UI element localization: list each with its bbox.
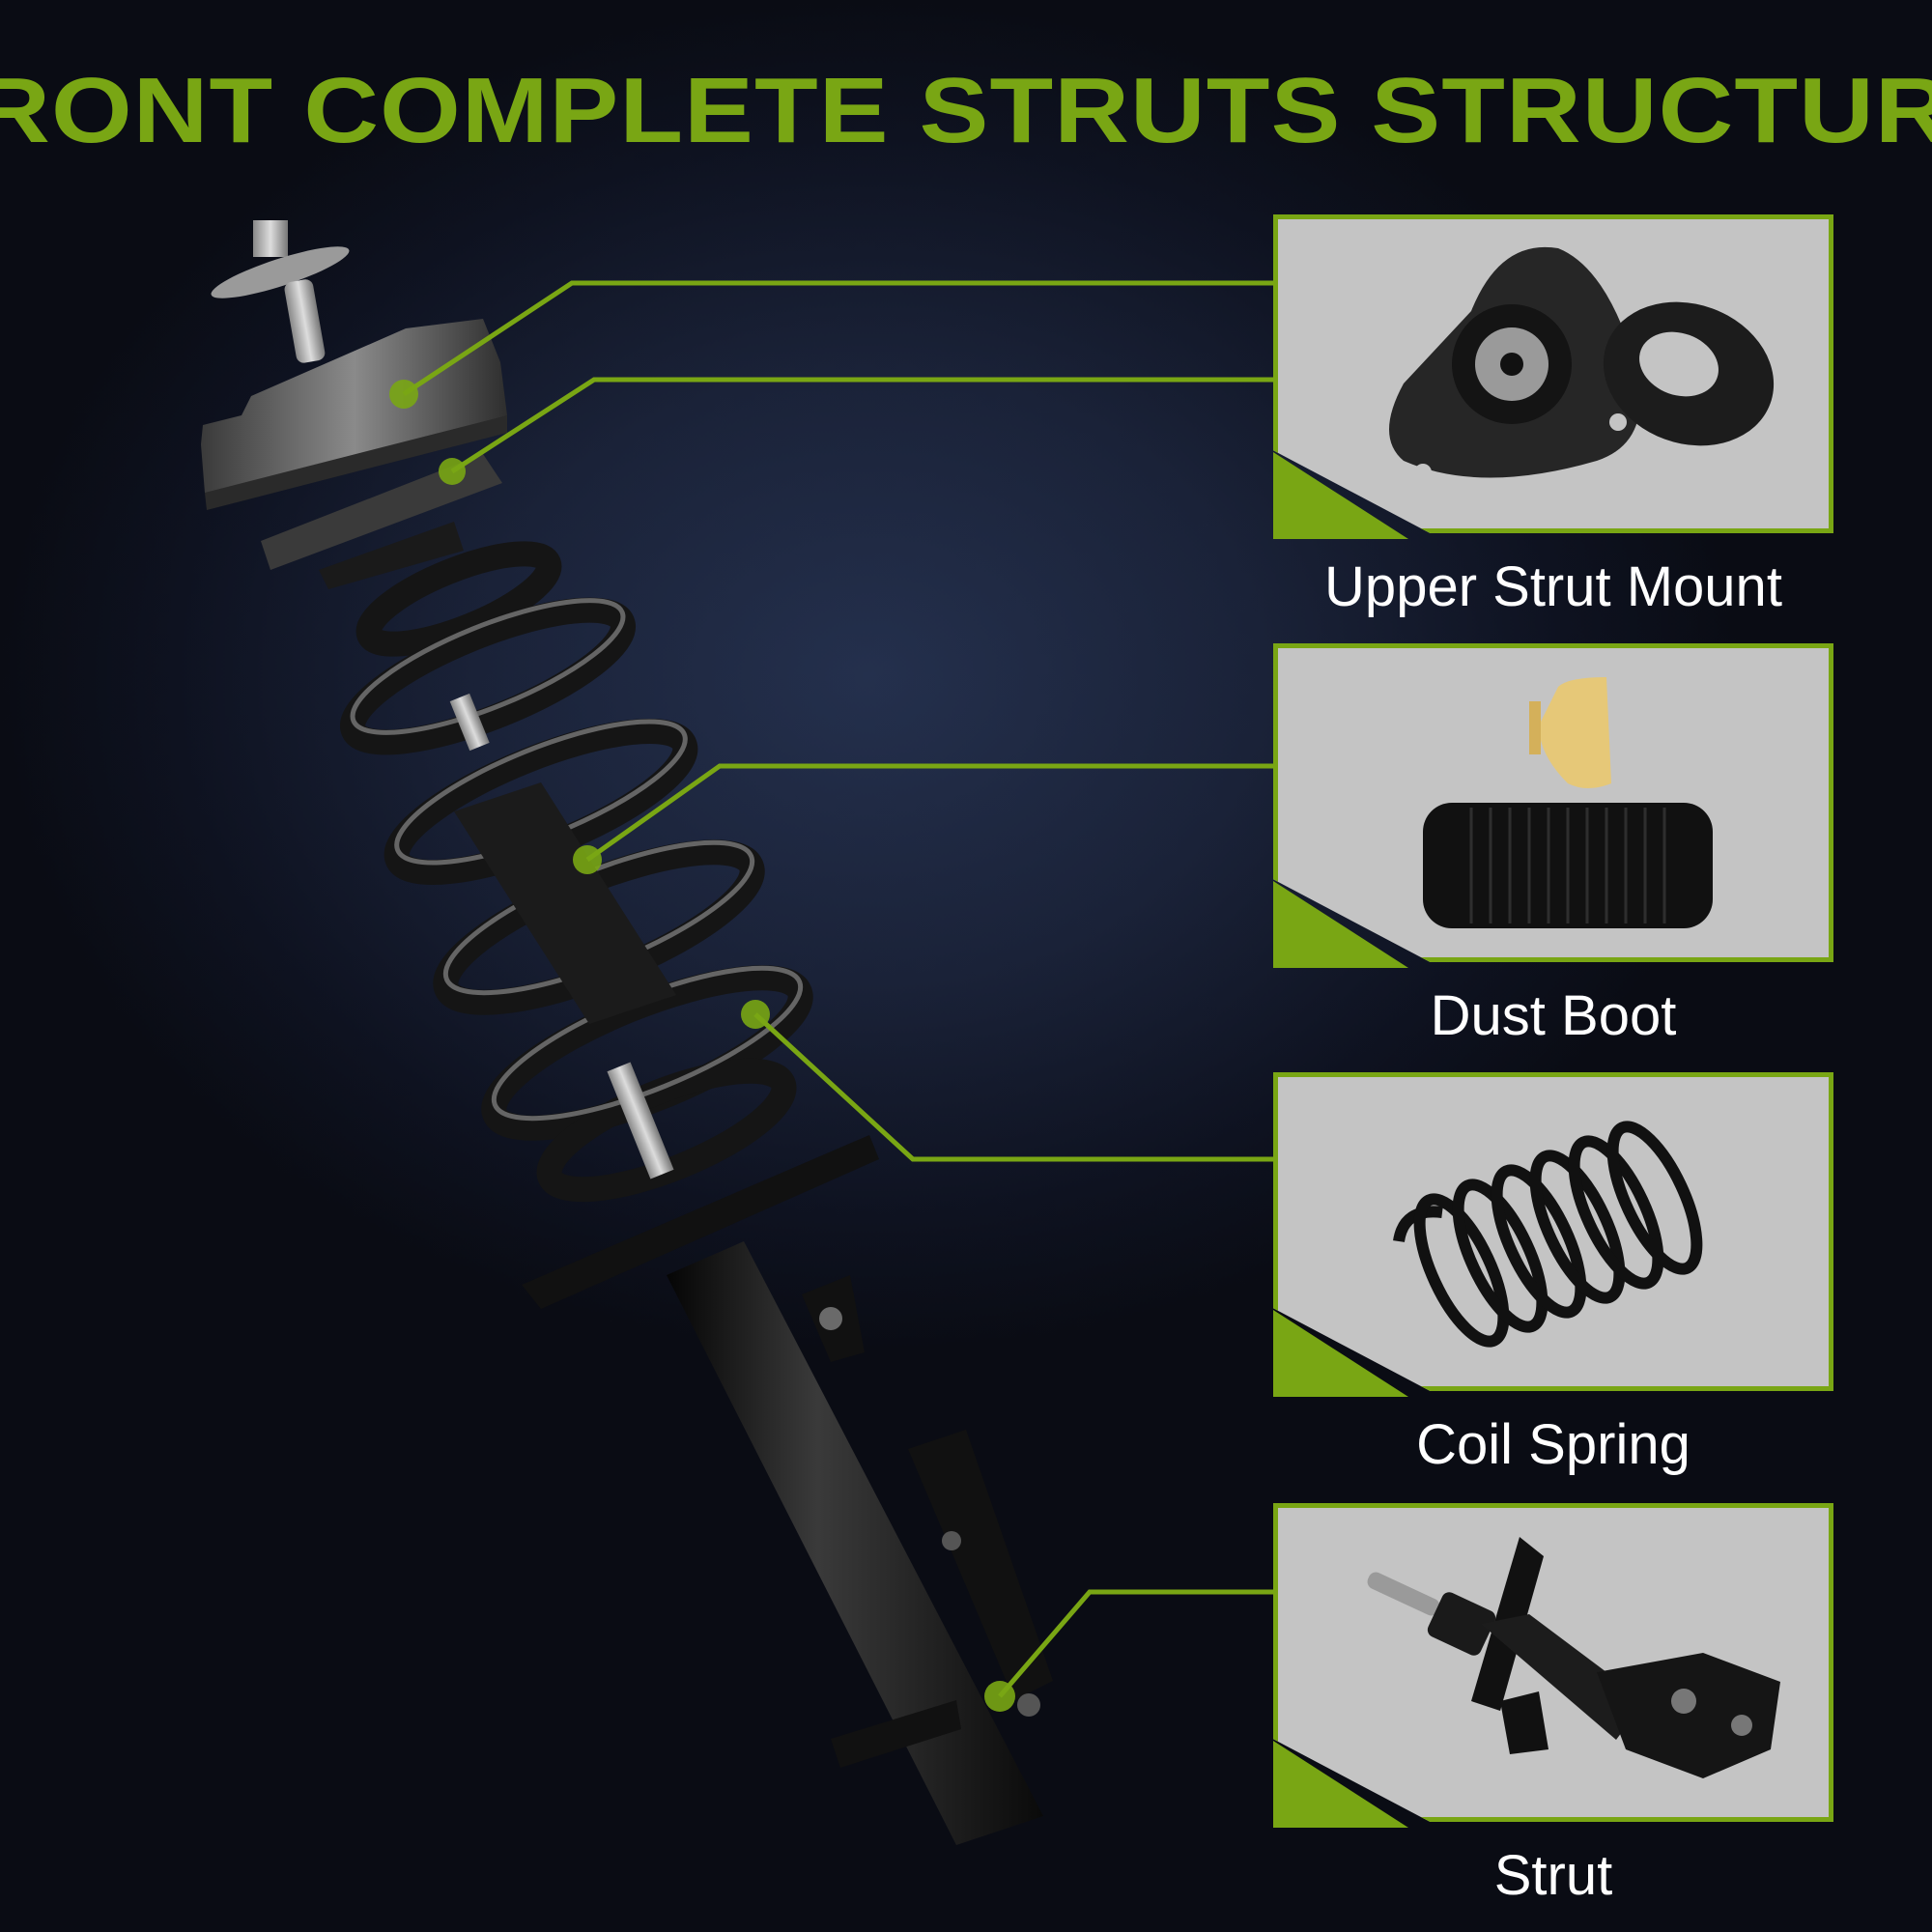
main-dust-boot [449, 693, 676, 1179]
caption-coil-spring: Coil Spring [1416, 1413, 1690, 1476]
main-strut-body [667, 1241, 1053, 1845]
caption-dust-boot: Dust Boot [1430, 984, 1677, 1047]
coil-spring-image [1393, 1121, 1703, 1348]
page-title: FRONT COMPLETE STRUTS STRUCTURE [0, 59, 1932, 162]
callout-dot-upper-mount [389, 380, 418, 409]
callout-dots [389, 380, 1015, 1712]
upper-mount-part [201, 319, 507, 510]
strut-image [1367, 1537, 1780, 1778]
dust-boot-and-bump-stop-image [1423, 677, 1713, 928]
panel-upper-strut-mount [1273, 214, 1833, 533]
lower-spring-seat [522, 1135, 879, 1309]
callout-dot-bearing [439, 458, 466, 485]
callout-dot-strut [984, 1681, 1015, 1712]
caption-upper-strut-mount: Upper Strut Mount [1324, 555, 1782, 618]
top-stud-washer [211, 220, 350, 363]
upper-strut-mount-image [1389, 246, 1775, 481]
panel-strut [1273, 1503, 1833, 1822]
callout-lines [402, 280, 1273, 1698]
panel-coil-spring [1273, 1072, 1833, 1391]
bearing-seat-part [261, 454, 502, 589]
caption-strut: Strut [1493, 1844, 1613, 1907]
panel-dust-boot [1273, 643, 1833, 962]
callout-dot-dust-boot [573, 845, 602, 874]
callout-dot-coil-spring [741, 1000, 770, 1029]
